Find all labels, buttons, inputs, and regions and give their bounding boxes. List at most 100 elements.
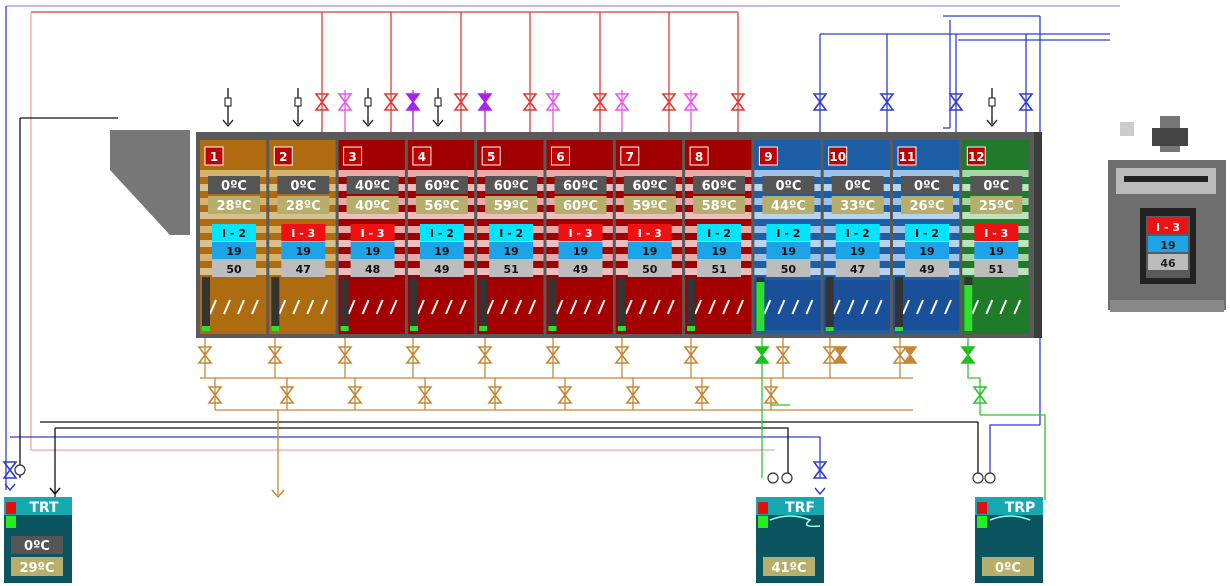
valve-icon[interactable] — [822, 346, 838, 364]
valve-icon[interactable] — [754, 346, 770, 364]
cell-number: 7 — [626, 150, 634, 164]
valve-icon[interactable] — [477, 93, 493, 111]
level-fill — [825, 327, 834, 331]
valve-icon[interactable] — [812, 461, 828, 479]
cell-mode: I - 2 — [846, 227, 870, 240]
valve-icon[interactable] — [267, 346, 283, 364]
pump-icon[interactable] — [14, 464, 26, 476]
tank-trt[interactable]: TRT 0ºC 29ºC — [4, 497, 72, 583]
flow-arrow-icon — [814, 487, 826, 496]
valve-icon[interactable] — [763, 386, 779, 404]
cell-value-1: 19 — [919, 245, 934, 258]
valve-icon[interactable] — [775, 346, 791, 364]
pump-icon[interactable] — [767, 472, 779, 484]
valve-icon[interactable] — [545, 346, 561, 364]
valve-icon[interactable] — [879, 93, 895, 111]
level-bar — [687, 277, 696, 331]
valve-icon[interactable] — [314, 93, 330, 111]
valve-icon[interactable] — [197, 346, 213, 364]
cell-temp: 56ºC — [424, 199, 459, 214]
valves — [2, 12, 1034, 496]
cell-setpoint: 0ºC — [845, 179, 871, 194]
level-fill — [202, 326, 210, 331]
flow-arrow-icon — [49, 487, 61, 496]
cell-value-2: 47 — [850, 263, 865, 276]
cell-temp: 28ºC — [217, 199, 252, 214]
valve-icon[interactable] — [614, 346, 630, 364]
valve-icon[interactable] — [2, 461, 18, 479]
valve-icon[interactable] — [683, 346, 699, 364]
tank-temp: 29ºC — [20, 561, 55, 576]
cell-value-1: 19 — [504, 245, 519, 258]
valve-icon[interactable] — [545, 93, 561, 111]
valve-icon[interactable] — [661, 93, 677, 111]
cell-value-2: 50 — [226, 263, 242, 276]
injector-arrow-icon — [292, 119, 304, 128]
valve-icon[interactable] — [948, 93, 964, 111]
cell-value-2: 50 — [642, 263, 658, 276]
level-fill — [756, 282, 765, 331]
valve-icon[interactable] — [972, 386, 988, 404]
pump-icon[interactable] — [781, 472, 793, 484]
cell-mode: I - 3 — [638, 227, 662, 240]
tank-trf[interactable]: TRF 41ºC — [756, 497, 824, 583]
pump-icon[interactable] — [972, 472, 984, 484]
valve-icon[interactable] — [487, 386, 503, 404]
cell-value-1: 19 — [434, 245, 449, 258]
tank-trp[interactable]: TRP 0ºC — [975, 497, 1043, 583]
cell-setpoint: 60ºC — [424, 179, 459, 194]
level-fill — [340, 326, 349, 331]
cell-setpoint: 60ºC — [563, 179, 598, 194]
level-bar — [895, 277, 903, 331]
valve-icon[interactable] — [812, 93, 828, 111]
valve-icon[interactable] — [522, 93, 538, 111]
valve-icon[interactable] — [694, 386, 710, 404]
valve-icon[interactable] — [592, 93, 608, 111]
svg-text:I - 3: I - 3 — [1156, 221, 1180, 234]
valve-icon[interactable] — [557, 386, 573, 404]
pump-icon[interactable] — [984, 472, 996, 484]
valve-icon[interactable] — [477, 346, 493, 364]
valve-icon[interactable] — [902, 346, 918, 364]
cell-temp: 44ºC — [771, 199, 806, 214]
cell-value-1: 19 — [989, 245, 1004, 258]
valve-icon[interactable] — [683, 93, 699, 111]
cell-mode: I - 3 — [984, 227, 1008, 240]
valve-icon[interactable] — [730, 93, 746, 111]
cell-setpoint: 60ºC — [494, 179, 529, 194]
valve-icon[interactable] — [1018, 93, 1034, 111]
valve-icon[interactable] — [337, 346, 353, 364]
valve-icon[interactable] — [383, 93, 399, 111]
cell-number: 11 — [899, 150, 916, 164]
valve-icon[interactable] — [614, 93, 630, 111]
valve-icon[interactable] — [405, 346, 421, 364]
hopper — [110, 130, 190, 235]
cell-value-2: 51 — [504, 263, 519, 276]
valve-icon[interactable] — [207, 386, 223, 404]
valve-icon[interactable] — [279, 386, 295, 404]
aux-unit[interactable]: I - 3 19 46 — [1108, 116, 1226, 312]
valve-icon[interactable] — [892, 346, 908, 364]
valve-icon[interactable] — [337, 93, 353, 111]
valve-icon[interactable] — [417, 386, 433, 404]
valve-icon[interactable] — [832, 346, 848, 364]
cell-mode: I - 2 — [222, 227, 246, 240]
cell-value-2: 51 — [711, 263, 726, 276]
cell-temp: 25ºC — [979, 199, 1014, 214]
valve-icon[interactable] — [347, 386, 363, 404]
valve-icon[interactable] — [405, 93, 421, 111]
valve-icon[interactable] — [453, 93, 469, 111]
valve-icon[interactable] — [625, 386, 641, 404]
